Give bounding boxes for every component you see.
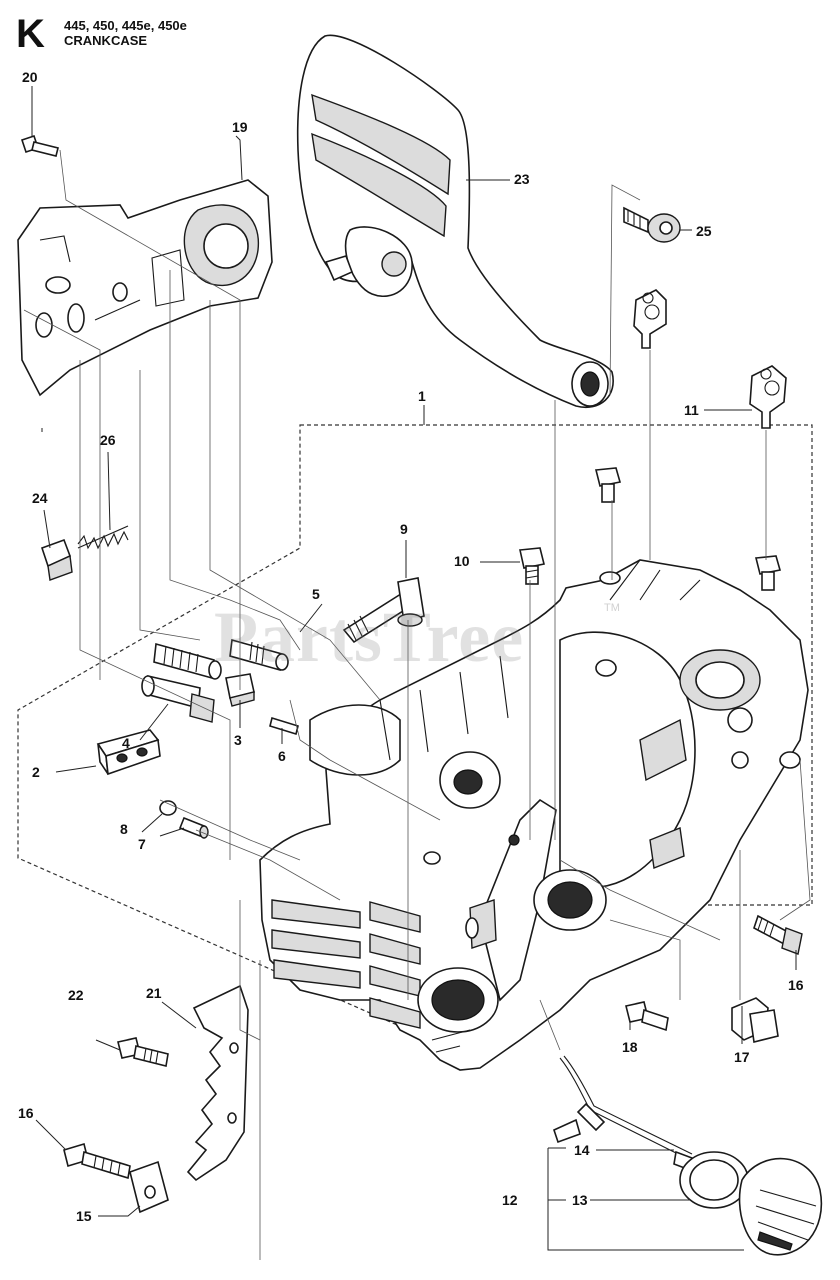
chain-cover-part[interactable] [17, 179, 273, 397]
callout-18: 18 [622, 1039, 638, 1055]
callout-15: 15 [76, 1208, 92, 1224]
bumper-spike-part-21[interactable] [186, 984, 249, 1182]
model-list: 445, 450, 445e, 450e [64, 18, 187, 33]
screw-right-crankcase[interactable] [754, 555, 782, 591]
av-element-part-11[interactable] [749, 365, 787, 429]
nipple-part-7[interactable] [178, 816, 209, 839]
callout-24: 24 [32, 490, 48, 506]
plug-part-17[interactable] [731, 997, 779, 1043]
callout-16-left: 16 [18, 1105, 34, 1121]
section-letter: K [16, 12, 45, 56]
bolt-part-22[interactable] [117, 1037, 169, 1067]
screw-part-20[interactable] [20, 134, 59, 157]
callout-16-right: 16 [788, 977, 804, 993]
assembly-boundary [17, 424, 813, 1029]
callout-25: 25 [696, 223, 712, 239]
callout-4: 4 [122, 735, 130, 751]
av-mount-upper[interactable] [633, 289, 667, 349]
screw-top-crankcase[interactable] [594, 467, 622, 503]
leader-lines [31, 86, 797, 1251]
callout-26: 26 [100, 432, 116, 448]
bolt-part-16-right[interactable] [753, 914, 803, 955]
screw-part-25[interactable] [623, 206, 681, 243]
callout-7: 7 [138, 836, 146, 852]
watermark-trademark: TM [604, 602, 620, 614]
oring-part-13[interactable] [679, 1151, 749, 1209]
callout-14: 14 [574, 1142, 590, 1158]
callout-11: 11 [684, 402, 699, 418]
callout-20: 20 [22, 69, 38, 85]
diagram-title: CRANKCASE [64, 33, 148, 48]
fuel-hose-part-14[interactable] [553, 1055, 693, 1172]
callout-19: 19 [232, 119, 248, 135]
callout-3: 3 [234, 732, 242, 748]
alignment-lines [23, 149, 811, 1260]
block-part-24[interactable] [40, 538, 73, 581]
pin-part-4[interactable] [141, 675, 215, 723]
watermark-text: PartsTree [214, 597, 525, 677]
callout-1: 1 [418, 388, 426, 404]
pin-part-5[interactable] [229, 638, 289, 672]
callout-2: 2 [32, 764, 40, 780]
threaded-rod-part[interactable] [153, 642, 222, 680]
crankcase-part-1[interactable] [259, 559, 809, 1071]
spacer-part-15[interactable] [129, 1160, 169, 1214]
front-handle-part[interactable] [296, 34, 614, 409]
callout-5: 5 [312, 586, 320, 602]
callout-23: 23 [514, 171, 530, 187]
callout-12: 12 [502, 1192, 518, 1208]
dowel-part-6[interactable] [269, 716, 299, 736]
pin-part-9[interactable] [342, 577, 425, 644]
nut-part-8[interactable] [159, 800, 177, 816]
callout-labels: 1 2 3 4 5 6 7 8 9 10 11 12 13 14 15 16 1… [18, 69, 804, 1224]
screw-part-10[interactable] [519, 547, 545, 585]
callout-10: 10 [454, 553, 470, 569]
callout-6: 6 [278, 748, 286, 764]
bolt-part-16-left[interactable] [63, 1142, 131, 1180]
callout-22: 22 [68, 987, 84, 1003]
callout-9: 9 [400, 521, 408, 537]
callout-17: 17 [734, 1049, 750, 1065]
screw-part-18[interactable] [625, 1001, 669, 1032]
callout-13: 13 [572, 1192, 588, 1208]
bracket-part-2[interactable] [96, 729, 161, 776]
callout-8: 8 [120, 821, 128, 837]
spring-part-26[interactable] [77, 525, 129, 550]
callout-21: 21 [146, 985, 162, 1001]
fuel-cap-part-12[interactable] [738, 1157, 823, 1256]
